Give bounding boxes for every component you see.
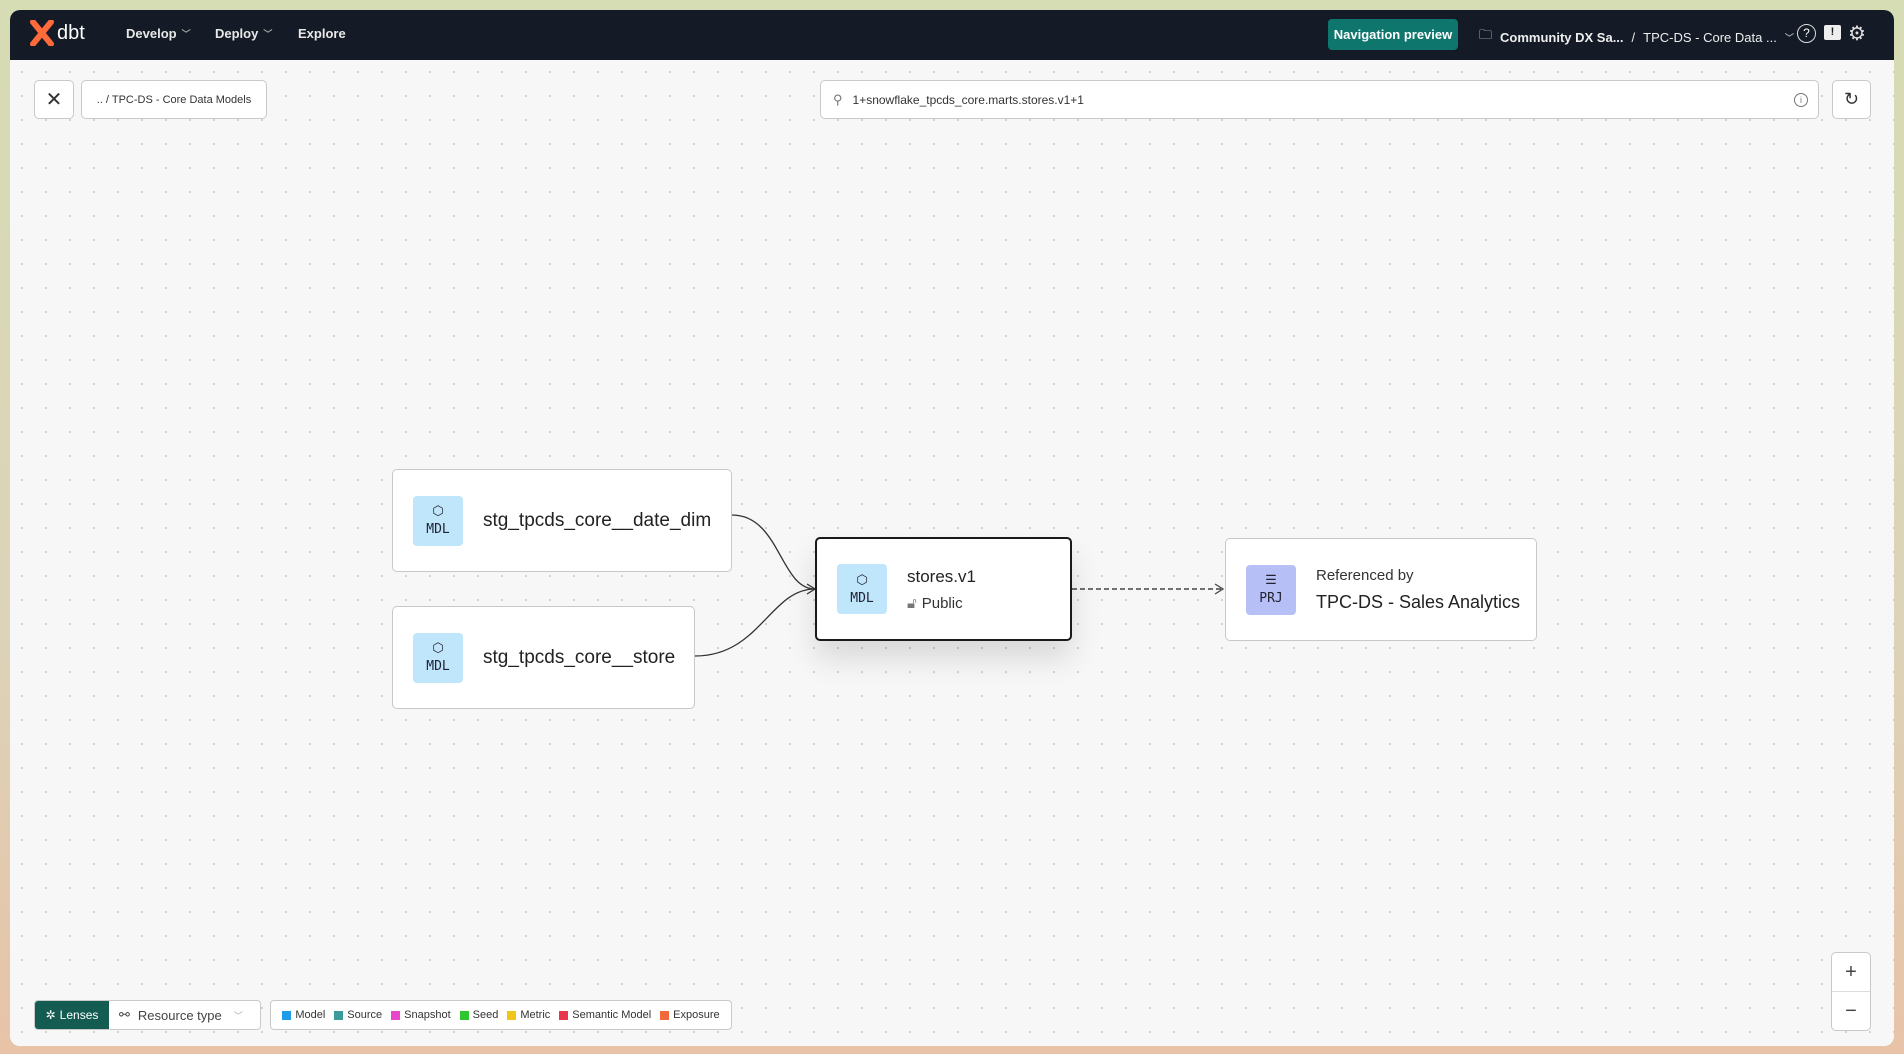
chevron-down-icon: ﹀ (233, 1010, 243, 1021)
node-caption: Referenced by (1316, 566, 1414, 584)
top-nav: dbt Develop ﹀ Deploy ﹀ Explore Navigation … (10, 10, 1894, 60)
edge-date-dim-to-stores (731, 514, 816, 590)
zoom-out-button[interactable]: − (1845, 999, 1857, 1022)
node-stg-tpcds-core-date-dim[interactable]: ⬡ MDL stg_tpcds_core__date_dim (392, 469, 732, 572)
resource-legend: Model Source Snapshot Seed Metric Semantic Mo… (270, 1000, 732, 1030)
nav-explore-label: Explore (298, 26, 346, 41)
account-name: Community DX Sa... (1500, 29, 1624, 45)
legend-label: Source (347, 1009, 383, 1021)
close-button[interactable]: ✕ (34, 80, 74, 119)
breadcrumb[interactable]: .. / TPC-DS - Core Data Models (81, 80, 267, 119)
lenses-control: ✲Lenses ⚯ Resource type ﹀ (34, 1000, 261, 1030)
help-icon[interactable]: ? (1797, 24, 1816, 43)
edge-store-to-stores (694, 588, 816, 657)
lineage-canvas[interactable]: ✕ .. / TPC-DS - Core Data Models ⚲ 1+sno… (10, 60, 1894, 1046)
info-icon[interactable]: i (1794, 92, 1808, 107)
badge-label: PRJ (1259, 591, 1283, 606)
badge-label: MDL (426, 522, 450, 537)
nav-deploy-label: Deploy (215, 26, 259, 41)
unlock-icon: 🔓︎ (907, 594, 917, 612)
refresh-icon: ↻ (1843, 89, 1860, 109)
nav-develop[interactable]: Develop ﹀ (126, 26, 191, 41)
chevron-down-icon: ﹀ (181, 29, 191, 39)
legend-item-metric: Metric (507, 1009, 550, 1021)
model-badge: ⬡ MDL (837, 564, 887, 614)
legend-label: Semantic Model (572, 1009, 652, 1021)
resource-type-dropdown[interactable]: ⚯ Resource type ﹀ (109, 1001, 260, 1029)
nav-deploy[interactable]: Deploy ﹀ (215, 26, 272, 41)
node-label: stores.v1 (907, 566, 976, 586)
feedback-icon[interactable]: ! (1824, 25, 1841, 40)
gear-icon[interactable]: ⚙ (1848, 23, 1866, 45)
legend-item-exposure: Exposure (660, 1009, 720, 1021)
legend-swatch (559, 1010, 569, 1020)
nav-explore[interactable]: Explore (298, 26, 346, 41)
project-name: TPC-DS - Core Data ... (1643, 29, 1777, 45)
legend-swatch (391, 1010, 401, 1020)
legend-label: Snapshot (404, 1009, 451, 1021)
cube-icon: ⬡ (856, 572, 868, 588)
legend-swatch (507, 1010, 517, 1020)
resource-graph-icon: ⚯ (119, 1007, 130, 1022)
legend-swatch (334, 1010, 344, 1020)
legend-label: Model (295, 1009, 326, 1021)
legend-label: Seed (472, 1009, 499, 1021)
cube-icon: ⬡ (432, 641, 444, 656)
badge-label: MDL (850, 590, 874, 606)
lenses-label: Lenses (59, 1008, 99, 1022)
lens-icon: ✲ (45, 1008, 56, 1022)
edges-layer (694, 514, 1225, 657)
access-label: Public (921, 594, 963, 612)
legend-label: Metric (520, 1009, 551, 1021)
dbt-logo-icon (30, 20, 54, 46)
resource-type-label: Resource type (137, 1007, 222, 1023)
zoom-controls: + − (1831, 952, 1871, 1031)
legend-item-snapshot: Snapshot (391, 1009, 451, 1021)
folder-icon: 🗀 (1479, 27, 1493, 42)
separator: / (1631, 29, 1636, 45)
nav-develop-label: Develop (126, 26, 177, 41)
search-icon: ⚲ (833, 91, 843, 107)
cube-icon: ⬡ (432, 504, 444, 519)
project-switcher[interactable]: 🗀 Community DX Sa... / TPC-DS - Core Dat… (1479, 26, 1794, 48)
app-window: dbt Develop ﹀ Deploy ﹀ Explore Navigation … (10, 10, 1894, 1046)
database-icon: ☰ (1265, 573, 1277, 588)
legend-swatch (282, 1010, 292, 1020)
refresh-button[interactable]: ↻ (1832, 80, 1871, 119)
model-badge: ⬡ MDL (413, 495, 463, 546)
zoom-in-button[interactable]: + (1832, 953, 1870, 992)
legend-item-semantic-model: Semantic Model (559, 1009, 651, 1021)
model-badge: ⬡ MDL (413, 632, 463, 683)
search-value: 1+snowflake_tpcds_core.marts.stores.v1+1 (852, 92, 1084, 107)
selector-search-input[interactable]: ⚲ 1+snowflake_tpcds_core.marts.stores.v1… (820, 80, 1819, 119)
node-stg-tpcds-core-store[interactable]: ⬡ MDL stg_tpcds_core__store (392, 606, 695, 709)
node-label: stg_tpcds_core__date_dim (483, 509, 712, 531)
legend-label: Exposure (673, 1009, 720, 1021)
lenses-button[interactable]: ✲Lenses (35, 1001, 109, 1029)
legend-item-model: Model (282, 1009, 325, 1021)
legend-item-source: Source (334, 1009, 382, 1021)
node-label: stg_tpcds_core__store (483, 646, 676, 668)
navigation-preview-button[interactable]: Navigation preview (1328, 19, 1458, 50)
project-badge: ☰ PRJ (1246, 564, 1296, 615)
node-project-tpc-ds-sales-analytics[interactable]: ☰ PRJ Referenced by TPC-DS - Sales Analyt… (1225, 538, 1537, 641)
badge-label: MDL (426, 659, 450, 674)
edge-arrowhead (1214, 583, 1225, 595)
node-stores-v1[interactable]: ⬡ MDL stores.v1 🔓︎Public (815, 537, 1072, 641)
close-icon: ✕ (45, 89, 63, 111)
logo-text: dbt (57, 21, 85, 44)
legend-swatch (660, 1010, 670, 1020)
breadcrumb-text: .. / TPC-DS - Core Data Models (96, 93, 252, 106)
legend-swatch (459, 1010, 469, 1020)
chevron-down-icon: ﹀ (263, 29, 273, 39)
legend-item-seed: Seed (459, 1009, 499, 1021)
chevron-down-icon: ﹀ (1784, 32, 1794, 43)
dbt-logo[interactable]: dbt (30, 20, 85, 46)
node-label: TPC-DS - Sales Analytics (1316, 591, 1521, 612)
